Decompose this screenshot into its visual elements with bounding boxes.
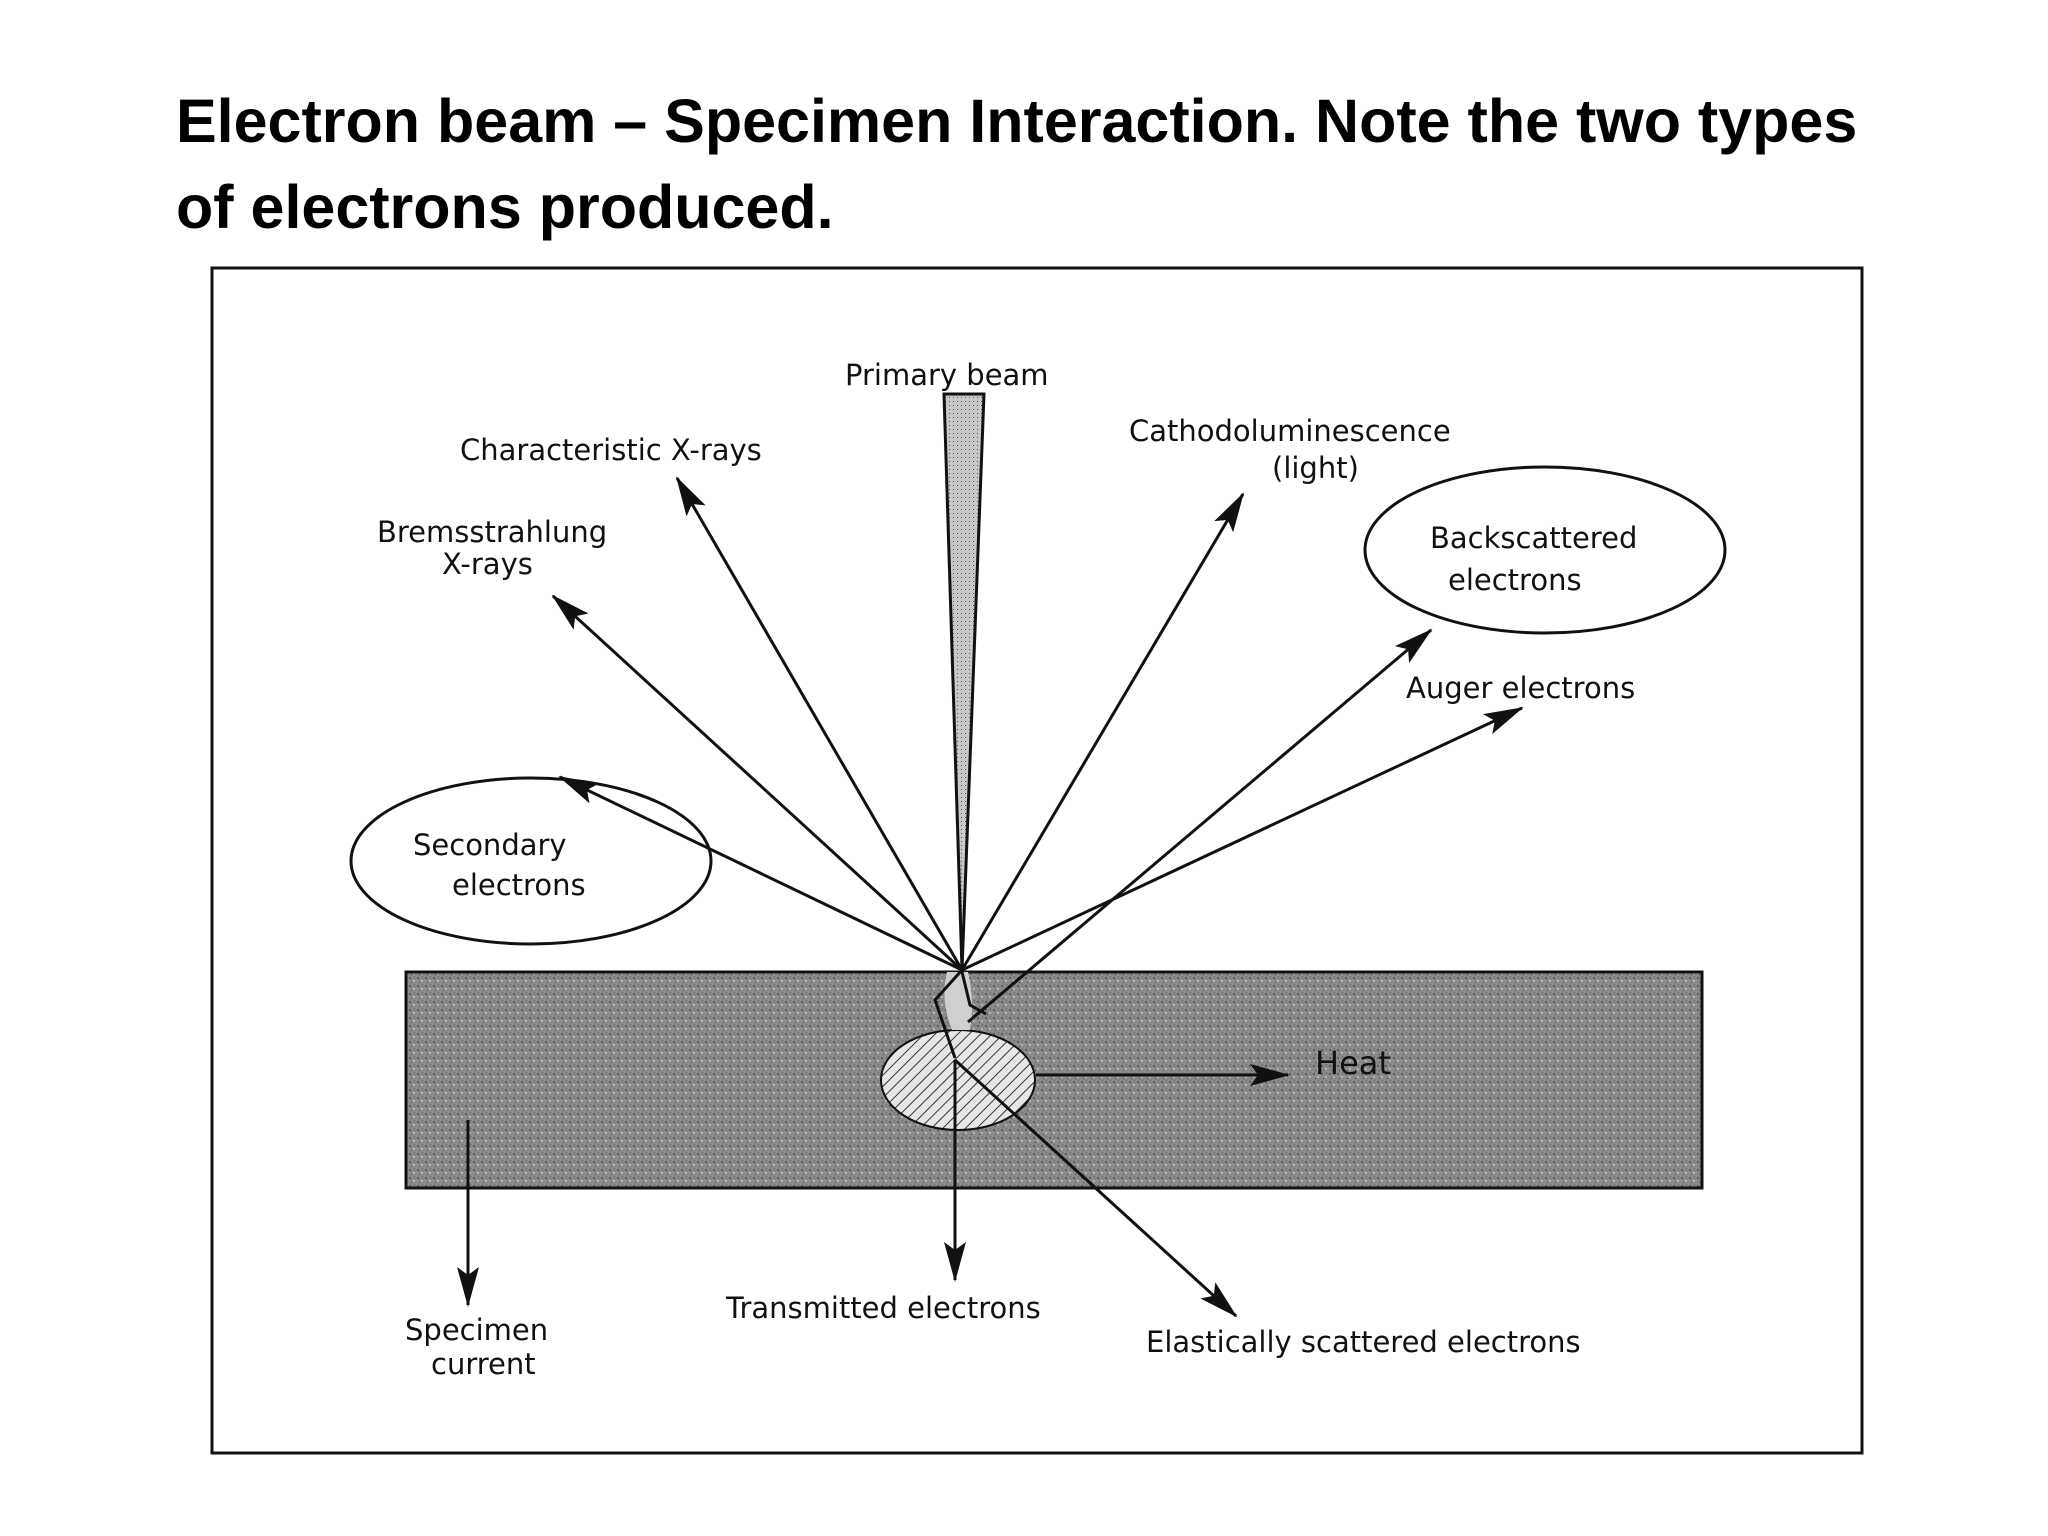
- characteristic-xrays-arrow: [675, 476, 964, 971]
- cathodoluminescence-arrow: [960, 492, 1245, 971]
- label-bremsstrahlung: Bremsstrahlung: [377, 515, 607, 549]
- slide-title-line-1: Electron beam – Specimen Interaction. No…: [176, 87, 1858, 155]
- label-elastically-scattered: Elastically scattered electrons: [1146, 1325, 1581, 1359]
- interaction-volume: [880, 1029, 1036, 1131]
- label-bremsstrahlung-xrays: X-rays: [442, 547, 533, 581]
- label-auger-electrons: Auger electrons: [1406, 671, 1635, 705]
- specimen-block: [404, 970, 1704, 1190]
- inner-path-right: [960, 971, 987, 1016]
- label-specimen-current: Specimen: [405, 1313, 548, 1347]
- label-backscattered-electrons: electrons: [1448, 563, 1582, 597]
- slide-title-line-2: of electrons produced.: [176, 173, 834, 241]
- label-cathodoluminescence-light: (light): [1272, 451, 1359, 485]
- diagram-frame: [210, 266, 1864, 1455]
- primary-beam: [942, 392, 986, 971]
- bremsstrahlung-arrow: [551, 594, 964, 972]
- backscattered-electrons-ellipse: [1363, 465, 1727, 635]
- secondary-electrons-ellipse: [349, 776, 713, 946]
- label-primary-beam: Primary beam: [845, 358, 1049, 392]
- label-backscattered: Backscattered: [1430, 521, 1637, 555]
- label-characteristic-xrays: Characteristic X-rays: [460, 433, 762, 467]
- label-secondary-electrons: electrons: [452, 868, 586, 902]
- auger-arrow: [961, 706, 1524, 972]
- label-transmitted-electrons: Transmitted electrons: [725, 1291, 1041, 1325]
- label-cathodoluminescence: Cathodoluminescence: [1129, 414, 1451, 448]
- slide-title: Electron beam – Specimen Interaction. No…: [176, 78, 1936, 250]
- label-secondary: Secondary: [413, 828, 567, 862]
- emission-arrows: [457, 476, 1524, 1318]
- backscattered-arrow: [967, 628, 1433, 1024]
- secondary-arrow: [558, 775, 963, 972]
- label-heat: Heat: [1315, 1044, 1391, 1082]
- elastic-scatter-arrow: [953, 1058, 1238, 1318]
- label-specimen-current-2: current: [431, 1347, 536, 1381]
- inner-path-left: [933, 968, 964, 1059]
